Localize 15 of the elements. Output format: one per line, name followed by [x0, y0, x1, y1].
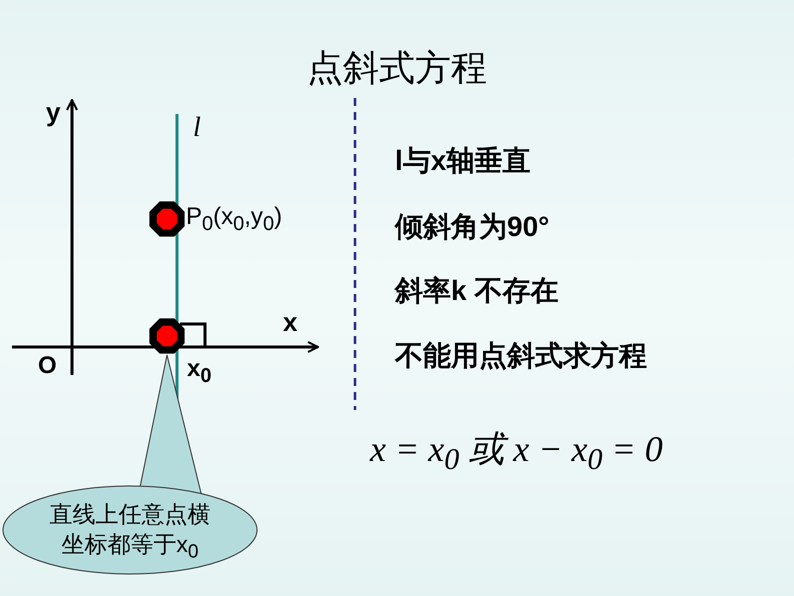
- point-label: P$_{0}$(x$_{0}$,y$_{0}$): [186, 203, 282, 236]
- callout-text: 直线上任意点横坐标都等于x$_{0}$: [48, 500, 212, 565]
- point-marker: [149, 318, 185, 354]
- property-text: l与x轴垂直: [395, 144, 530, 178]
- equation: x = x$_{0}$ 或 x − x$_{0}$ = 0: [370, 428, 663, 478]
- property-text: 不能用点斜式求方程: [395, 339, 647, 373]
- line-label: l: [193, 112, 201, 144]
- slide-title: 点斜式方程: [306, 46, 488, 90]
- point-marker: [149, 201, 185, 237]
- property-text: 倾斜角为90°: [395, 210, 550, 244]
- point-label: x$_{0}$: [187, 355, 212, 388]
- axis-label: y: [46, 97, 60, 128]
- origin-label: O: [38, 352, 57, 380]
- axis-label: x: [283, 307, 298, 338]
- property-text: 斜率k 不存在: [395, 274, 558, 308]
